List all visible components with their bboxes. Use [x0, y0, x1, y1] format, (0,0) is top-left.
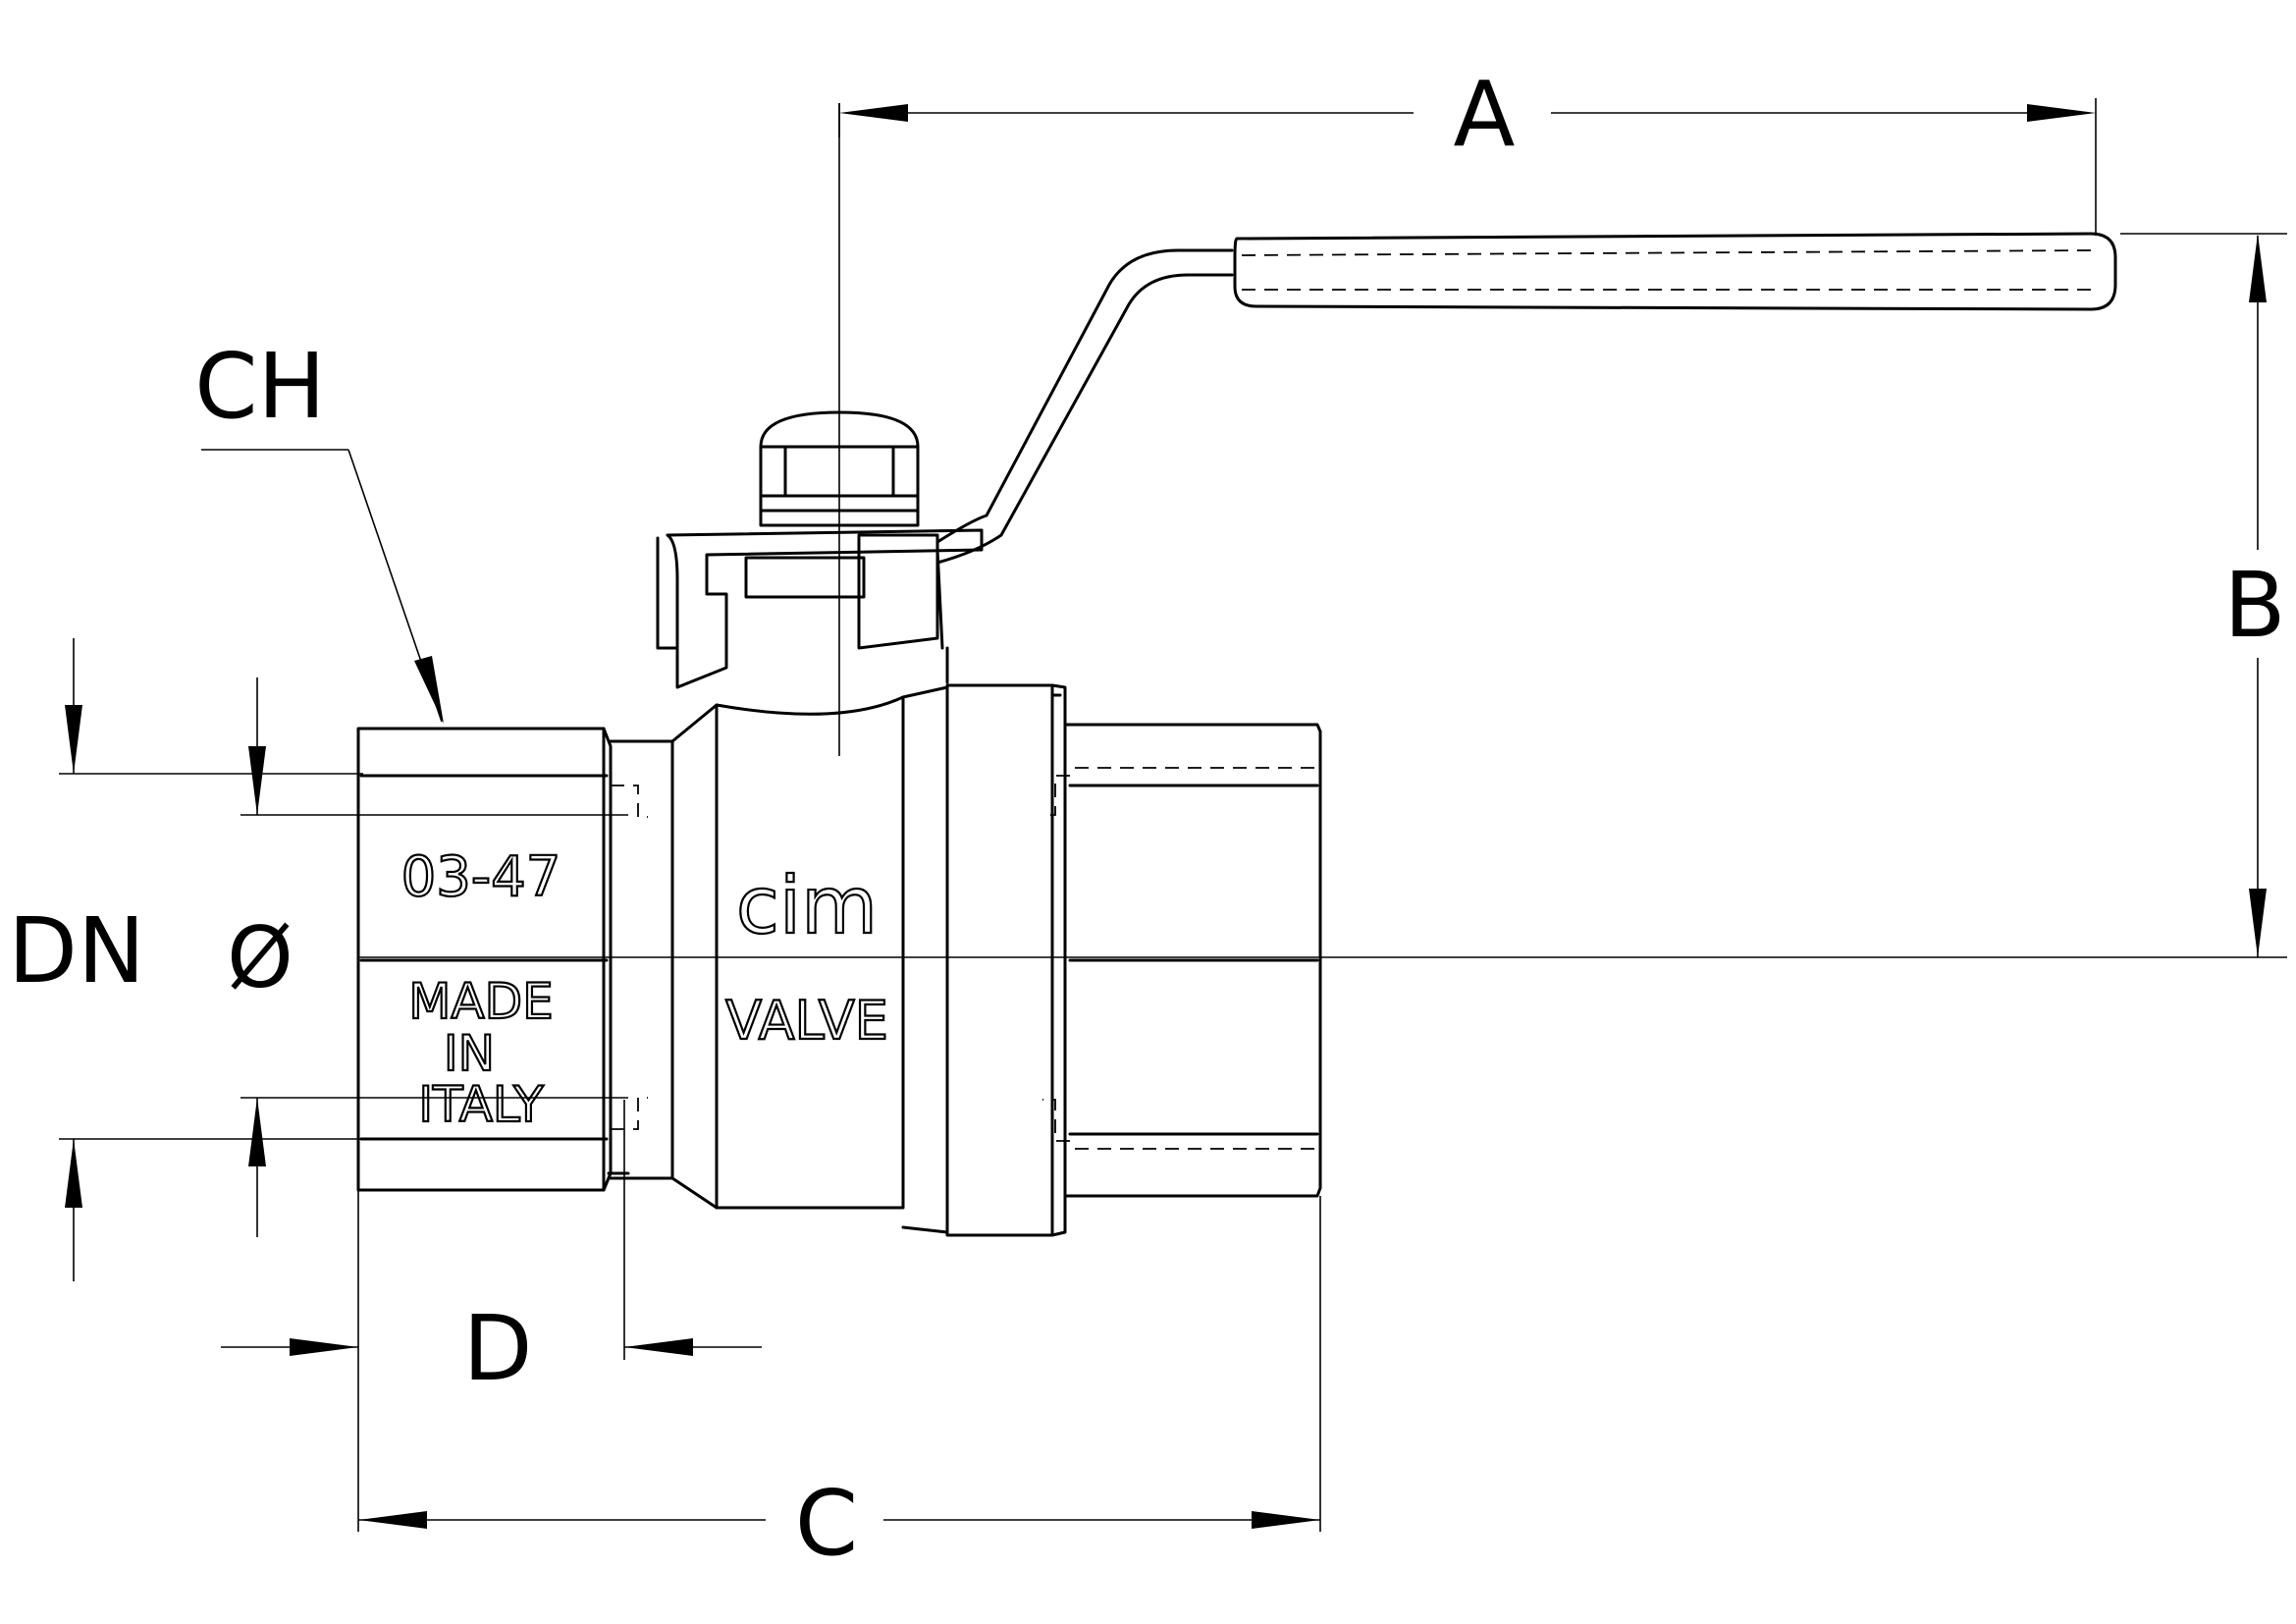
- origin-line2: IN: [444, 1025, 495, 1082]
- label-d: D: [463, 1296, 533, 1401]
- valve-body: [356, 683, 1322, 1237]
- label-dn: DN: [8, 898, 145, 1003]
- right-hex-end: [1063, 723, 1322, 1198]
- body-ring: [901, 685, 949, 1234]
- label-diameter: Ø: [227, 909, 294, 1007]
- code-marking: 03-47: [401, 845, 561, 909]
- handle-clamp: [666, 528, 984, 689]
- label-a: A: [1454, 62, 1516, 167]
- dimension-diameter: Ø: [227, 677, 628, 1237]
- dimension-a: A: [838, 62, 2097, 236]
- handle-lever: [935, 248, 1234, 544]
- dimension-dn: DN: [8, 638, 363, 1281]
- dimension-d: D: [221, 1100, 762, 1532]
- central-body: [670, 695, 905, 1210]
- label-b: B: [2223, 553, 2285, 658]
- origin-line1: MADE: [408, 973, 553, 1030]
- label-c: C: [795, 1471, 858, 1576]
- dimension-c: C: [358, 1196, 1321, 1576]
- left-neck: [609, 739, 674, 1180]
- origin-line3: ITALY: [418, 1076, 544, 1133]
- center-lines: [358, 103, 2287, 958]
- brand-marking: cim: [736, 860, 878, 951]
- body-markings: 03-47 MADE IN ITALY cim VALVE: [400, 844, 889, 1134]
- dimension-b: B: [2120, 233, 2287, 957]
- handle-grip: [1233, 232, 2117, 311]
- dimension-ch: CH: [194, 334, 444, 724]
- stem-assembly: [656, 232, 2117, 689]
- label-ch: CH: [194, 334, 325, 439]
- product-marking: VALVE: [725, 990, 888, 1052]
- ring-collar: [945, 683, 1054, 1237]
- packing-nut: [759, 410, 920, 527]
